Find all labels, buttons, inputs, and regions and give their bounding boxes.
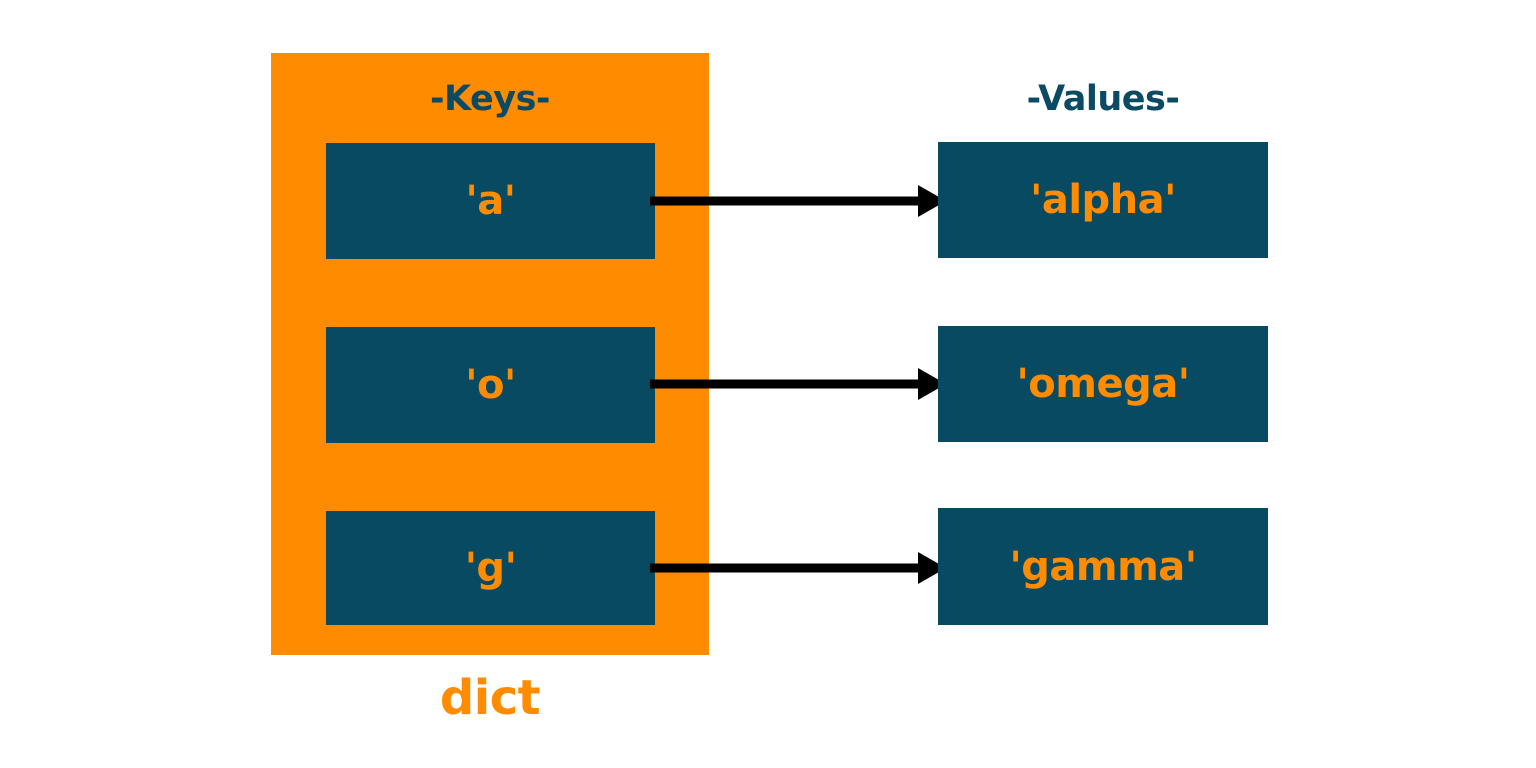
dict-caption: dict [439,670,541,726]
value-box[interactable]: 'gamma' [938,508,1268,625]
key-label: 'a' [465,178,516,224]
value-box[interactable]: 'alpha' [938,142,1268,258]
key-label: 'g' [464,545,517,591]
value-label: 'omega' [1016,361,1190,407]
key-box[interactable]: 'g' [326,511,655,625]
key-box[interactable]: 'o' [326,327,655,443]
values-column-header: -Values- [1026,79,1180,119]
arrow-right-icon [650,185,946,217]
arrow-right-icon [650,552,946,584]
value-label: 'gamma' [1009,543,1197,590]
key-box[interactable]: 'a' [326,143,655,259]
value-box[interactable]: 'omega' [938,326,1268,442]
keys-column-header: -Keys- [430,79,550,119]
key-label: 'o' [465,362,516,408]
arrow-right-icon [650,368,946,400]
value-label: 'alpha' [1030,177,1176,223]
